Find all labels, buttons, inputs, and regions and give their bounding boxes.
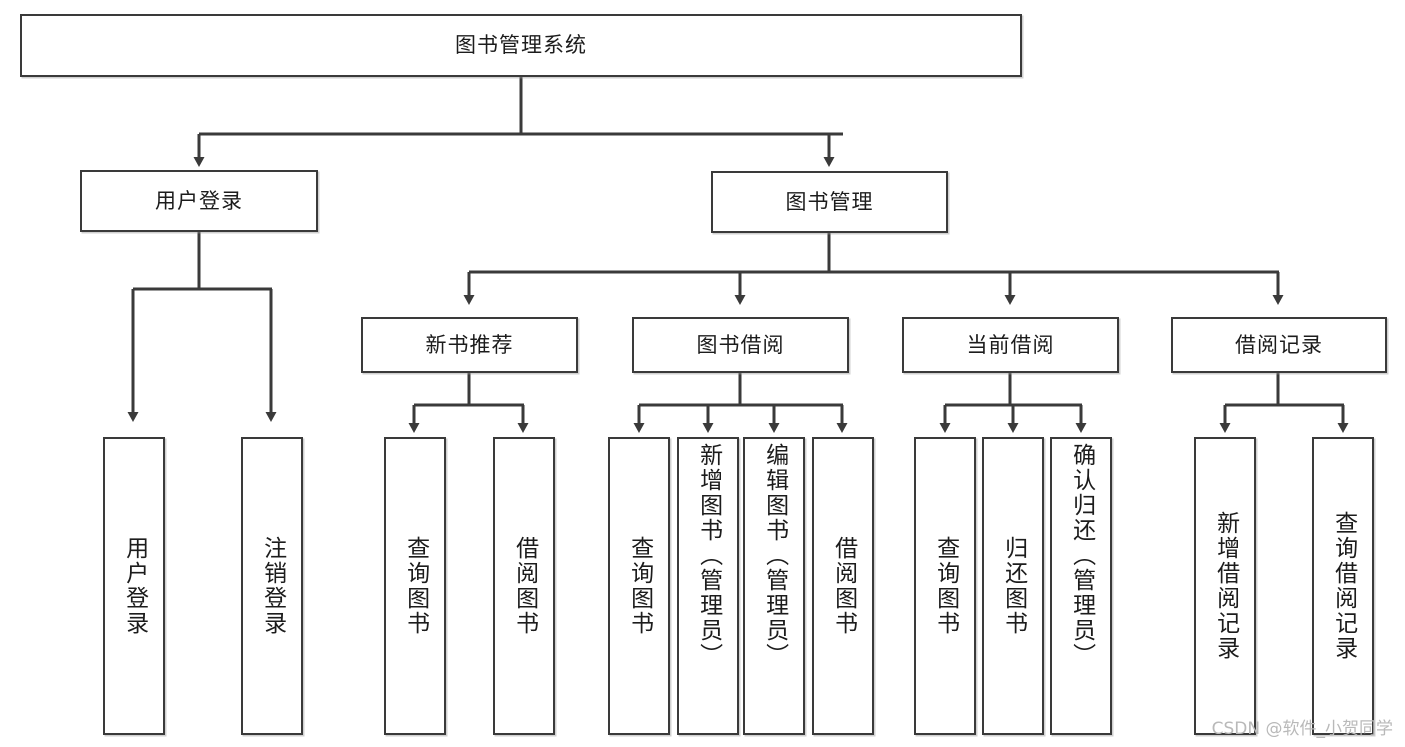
node-current-borrow[interactable]: 当前借阅 (902, 317, 1119, 373)
node-book-borrow-label: 图书借阅 (696, 332, 785, 357)
node-user-login-label: 用户登录 (155, 188, 243, 213)
leaf-br-query-record[interactable]: 查询借阅记录 (1312, 437, 1374, 735)
leaf-bb-edit-book-admin[interactable]: 编辑图书（管理员） (743, 437, 805, 735)
leaf-cb-confirm-return-admin-label: 确认归还（管理员） (1068, 443, 1095, 668)
leaf-br-query-record-label: 查询借阅记录 (1330, 511, 1357, 661)
leaf-bb-borrow-book-label: 借阅图书 (830, 536, 857, 636)
leaf-bb-query-book-label: 查询图书 (626, 536, 653, 636)
leaf-bb-edit-book-admin-label: 编辑图书（管理员） (761, 443, 788, 668)
leaf-user-login-label: 用户登录 (121, 536, 148, 636)
leaf-bb-query-book[interactable]: 查询图书 (608, 437, 670, 735)
leaf-br-add-record[interactable]: 新增借阅记录 (1194, 437, 1256, 735)
node-book-borrow[interactable]: 图书借阅 (632, 317, 849, 373)
node-root-system[interactable]: 图书管理系统 (20, 14, 1022, 77)
leaf-nb-borrow-book-label: 借阅图书 (511, 536, 538, 636)
node-new-book-recommend-label: 新书推荐 (425, 332, 514, 357)
node-new-book-recommend[interactable]: 新书推荐 (361, 317, 578, 373)
node-current-borrow-label: 当前借阅 (966, 332, 1055, 357)
leaf-br-add-record-label: 新增借阅记录 (1212, 511, 1239, 661)
leaf-cb-query-book-label: 查询图书 (932, 536, 959, 636)
leaf-logout[interactable]: 注销登录 (241, 437, 303, 735)
leaf-user-login[interactable]: 用户登录 (103, 437, 165, 735)
leaf-nb-query-book-label: 查询图书 (402, 536, 429, 636)
node-borrow-record-label: 借阅记录 (1235, 332, 1323, 357)
leaf-bb-add-book-admin-label: 新增图书（管理员） (695, 443, 722, 668)
leaf-cb-query-book[interactable]: 查询图书 (914, 437, 976, 735)
leaf-cb-return-book[interactable]: 归还图书 (982, 437, 1044, 735)
leaf-cb-return-book-label: 归还图书 (1000, 536, 1027, 636)
node-user-login[interactable]: 用户登录 (80, 170, 318, 232)
node-root-label: 图书管理系统 (455, 33, 587, 58)
node-borrow-record[interactable]: 借阅记录 (1171, 317, 1387, 373)
leaf-nb-borrow-book[interactable]: 借阅图书 (493, 437, 555, 735)
leaf-bb-add-book-admin[interactable]: 新增图书（管理员） (677, 437, 739, 735)
leaf-cb-confirm-return-admin[interactable]: 确认归还（管理员） (1050, 437, 1112, 735)
leaf-nb-query-book[interactable]: 查询图书 (384, 437, 446, 735)
leaf-logout-label: 注销登录 (259, 536, 286, 636)
node-book-manage-label: 图书管理 (785, 189, 874, 214)
node-book-manage[interactable]: 图书管理 (711, 171, 948, 233)
leaf-bb-borrow-book[interactable]: 借阅图书 (812, 437, 874, 735)
